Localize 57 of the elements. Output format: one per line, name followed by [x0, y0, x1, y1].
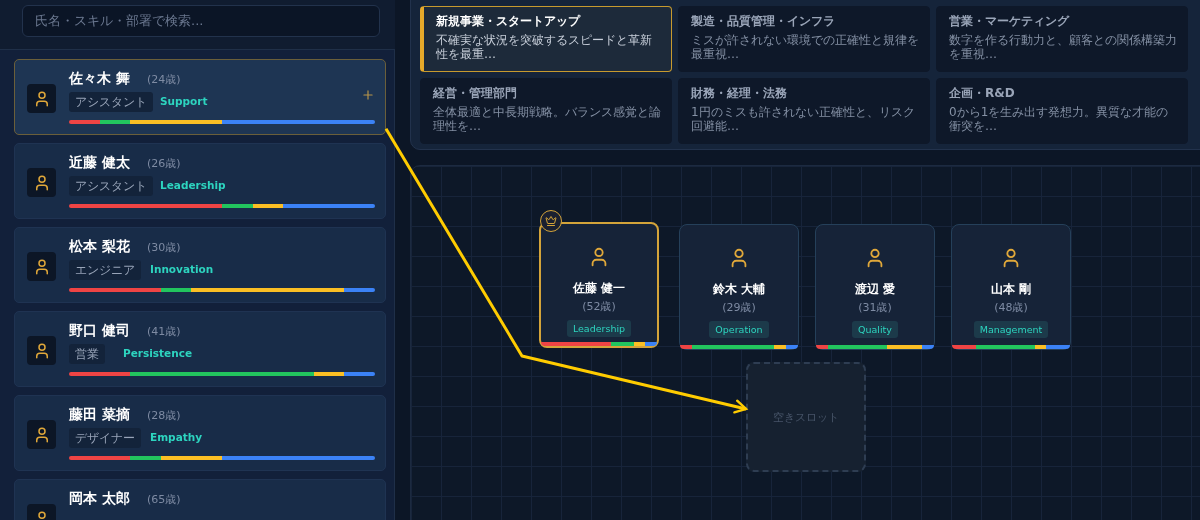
role-tag: アシスタント	[69, 92, 153, 112]
member-card	[951, 224, 1071, 350]
member-age: (48歳)	[994, 300, 1028, 315]
person-name: 佐々木 舞	[69, 70, 130, 88]
role-tag: エンジニア	[69, 260, 141, 280]
person-age: (30歳)	[147, 240, 181, 255]
person-card	[14, 395, 386, 471]
category-description: 0から1を生み出す発想力。異質な才能の衝突を…	[949, 105, 1170, 133]
skill-label: Leadership	[160, 179, 226, 191]
category-description: ミスが許されない環境での正確性と規律を最重視…	[691, 33, 920, 61]
member-age: (31歳)	[858, 300, 892, 315]
person-card	[14, 143, 386, 219]
category-title: 新規事業・スタートアップ	[436, 13, 582, 30]
skill-label: Persistence	[123, 347, 193, 359]
skill-tag: Management	[973, 321, 1049, 338]
person-name: 松本 梨花	[69, 238, 130, 256]
member-age: (52歳)	[582, 299, 616, 314]
person-age: (26歳)	[147, 156, 181, 171]
member-name: 佐藤 健一	[572, 280, 626, 297]
category-title: 製造・品質管理・インフラ	[691, 13, 836, 30]
category-title: 企画・R&D	[949, 85, 1016, 102]
category-description: 不確実な状況を突破するスピードと革新性を最重…	[436, 33, 653, 61]
category-title: 営業・マーケティング	[949, 13, 1071, 30]
member-name: 山本 剛	[990, 281, 1032, 298]
category-card	[420, 6, 672, 72]
search-field: 氏名・スキル・部署で検索...	[22, 5, 380, 37]
skill-label: Support	[160, 95, 208, 107]
empty-slot	[746, 362, 866, 472]
category-description: 1円のミスも許されない正確性と、リスク回避能…	[691, 105, 916, 133]
person-card	[14, 227, 386, 303]
member-card	[679, 224, 799, 350]
person-card	[14, 59, 386, 135]
role-tag: アシスタント	[69, 176, 153, 196]
person-name: 藤田 菜摘	[69, 406, 130, 424]
person-name: 野口 健司	[69, 322, 130, 340]
person-age: (41歳)	[147, 324, 181, 339]
skill-label: Innovation	[150, 263, 214, 275]
member-name: 渡辺 愛	[854, 281, 896, 298]
role-tag: デザイナー	[69, 428, 141, 448]
category-title: 財務・経理・法務	[691, 85, 788, 102]
skill-tag: Operation	[709, 321, 769, 338]
person-name: 近藤 健太	[69, 154, 130, 172]
skill-tag: Leadership	[566, 320, 632, 337]
skill-tag: Quality	[852, 321, 898, 338]
member-name: 鈴木 大輔	[712, 281, 766, 298]
person-age: (28歳)	[147, 408, 181, 423]
category-title: 経営・管理部門	[433, 85, 518, 102]
member-card	[815, 224, 935, 350]
member-age: (29歳)	[722, 300, 756, 315]
person-age: (65歳)	[147, 492, 181, 507]
skill-label: Empathy	[150, 431, 203, 443]
person-name: 岡本 太郎	[69, 490, 130, 508]
category-description: 全体最適と中長期戦略。バランス感覚と論理性を…	[433, 105, 662, 133]
person-card	[14, 311, 386, 387]
role-tag: 営業	[69, 344, 105, 364]
person-age: (24歳)	[147, 72, 181, 87]
category-description: 数字を作る行動力と、顧客との関係構築力を重視…	[949, 33, 1178, 61]
